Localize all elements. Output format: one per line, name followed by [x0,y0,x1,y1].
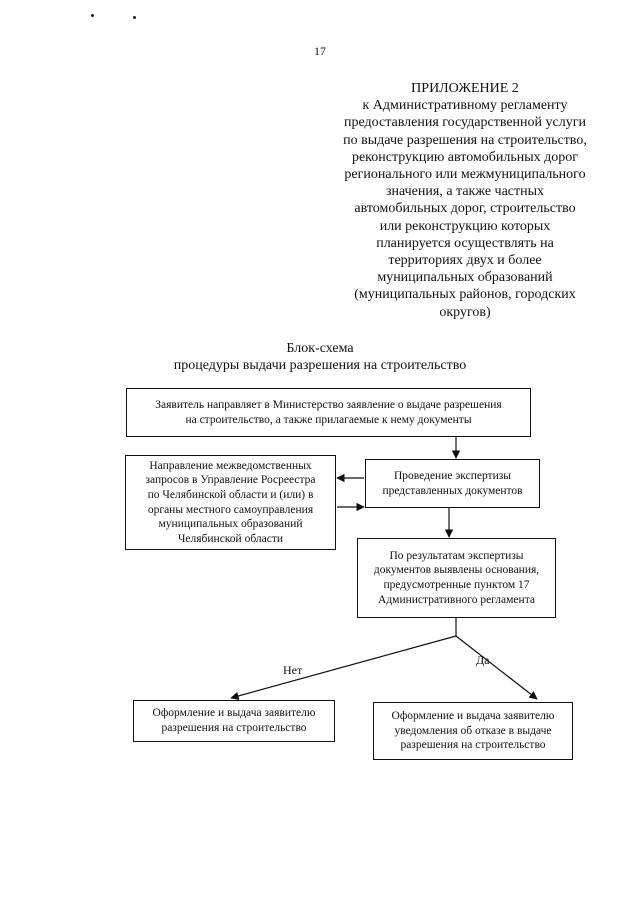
scan-speck [133,16,136,19]
box-text-line: по Челябинской области и (или) в [147,488,314,501]
arrow-no-branch [230,635,457,701]
no-branch-label: Нет [283,663,303,677]
box-text-line: Оформление и выдача заявителю [152,707,316,720]
flowchart-title: Блок-схема процедуры выдачи разрешения н… [0,340,640,374]
expertise-box: Проведение экспертизы представленных док… [365,459,540,508]
box-text-line: разрешения на строительство [400,739,546,752]
flowchart-title-line: процедуры выдачи разрешения на строитель… [173,358,467,373]
box-text-line: По результатам экспертизы [389,549,524,562]
box-text-line: Челябинской области [177,532,284,545]
appendix-line: регионального или межмуниципального [344,167,586,183]
appendix-line: автомобильных дорог, строительство [354,201,576,217]
appendix-heading: ПРИЛОЖЕНИЕ 2 к Административному регламе… [315,80,615,321]
box-text-line: Административного регламента [378,593,535,606]
box-text-line: Заявитель направляет в Министерство заяв… [155,398,502,411]
box-text-line: на строительство, а также прилагаемые к … [185,413,472,426]
scan-speck [91,14,94,17]
appendix-line: муниципальных образований [377,270,553,286]
appendix-line: к Административному регламенту [362,98,568,114]
appendix-line: планируется осуществлять на [376,235,554,251]
appendix-line: реконструкцию автомобильных дорог [351,149,579,165]
appendix-line: округов) [439,304,491,320]
refusal-notice-box: Оформление и выдача заявителю уведомлени… [373,702,573,760]
permit-issuance-box: Оформление и выдача заявителю разрешения… [133,700,335,742]
page-number: 17 [314,44,326,58]
box-text-line: Направление межведомственных [149,459,312,472]
box-text-line: представленных документов [382,484,523,497]
box-text-line: органы местного самоуправления [147,503,314,516]
appendix-line: (муниципальных районов, городских [354,287,576,303]
box-text-line: муниципальных образований [158,518,303,531]
interagency-requests-box: Направление межведомственных запросов в … [125,455,336,550]
appendix-line: территориях двух и более [388,253,542,269]
flowchart-title-line: Блок-схема [286,341,354,356]
grounds-box: По результатам экспертизы документов выя… [357,538,556,618]
box-text-line: разрешения на строительство [161,722,307,734]
box-text-line: предусмотренные пунктом 17 [383,579,530,591]
appendix-line: значения, а также частных [385,184,545,200]
appendix-line: предоставления государственной услуги [344,115,586,131]
application-box: Заявитель направляет в Министерство заяв… [126,388,531,437]
box-text-line: уведомления об отказе в выдаче [394,724,552,737]
box-text-line: документов выявлены основания, [373,564,540,577]
yes-branch-label: Да [476,653,490,667]
box-text-line: Проведение экспертизы [393,469,511,482]
appendix-line: ПРИЛОЖЕНИЕ 2 [411,81,519,96]
box-text-line: запросов в Управление Росреестра [145,474,316,487]
appendix-line: или реконструкцию которых [379,218,551,234]
box-text-line: Оформление и выдача заявителю [391,710,555,723]
arrow-yes-branch [455,635,538,700]
appendix-line: по выдаче разрешения на строительство, [343,132,587,148]
